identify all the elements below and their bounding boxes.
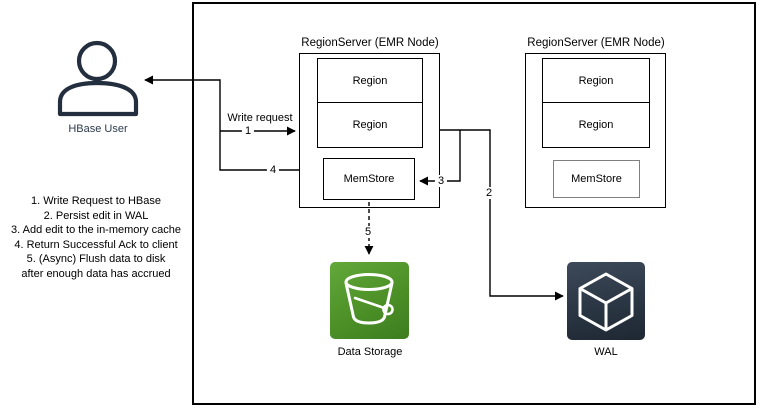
regionserver1-memstore-box: MemStore: [323, 158, 415, 200]
edge-label-3: 3: [434, 175, 448, 187]
wal-label: WAL: [594, 346, 618, 358]
edge-label-2: 2: [482, 187, 496, 199]
hbase-user-icon: [56, 40, 142, 120]
step-line-4: 4. Return Successful Ack to client: [14, 238, 178, 251]
step-line-3: 3. Add edit to the in-memory cache: [11, 224, 181, 236]
write-request-label: Write request: [227, 112, 293, 124]
step-line-1: 1. Write Request to HBase: [30, 195, 162, 207]
regionserver2-memstore-box: MemStore: [553, 160, 640, 198]
step-line-5: 5. (Async) Flush data to disk: [26, 253, 166, 265]
data-storage-bucket-icon: [330, 262, 409, 339]
regionserver1-region1-box: Region: [317, 58, 423, 103]
edge-label-5: 5: [361, 226, 375, 238]
regionserver2-title: RegionServer (EMR Node): [527, 37, 665, 49]
edge-label-1: 1: [241, 125, 255, 137]
steps-list: 1. Write Request to HBase 2. Persist edi…: [0, 194, 192, 281]
wal-cube-icon: [567, 262, 645, 340]
regionserver2-region1-box: Region: [542, 58, 650, 103]
regionserver2-region2-box: Region: [542, 101, 650, 148]
edge-label-4: 4: [266, 164, 280, 176]
data-storage-label: Data Storage: [337, 346, 403, 358]
diagram-frame: [192, 2, 756, 405]
regionserver1-title: RegionServer (EMR Node): [301, 37, 439, 49]
regionserver1-region2-box: Region: [317, 101, 423, 148]
step-line-6: after enough data has accrued: [21, 267, 171, 280]
hbase-user-label: HBase User: [68, 123, 128, 135]
step-line-2: 2. Persist edit in WAL: [43, 209, 149, 222]
